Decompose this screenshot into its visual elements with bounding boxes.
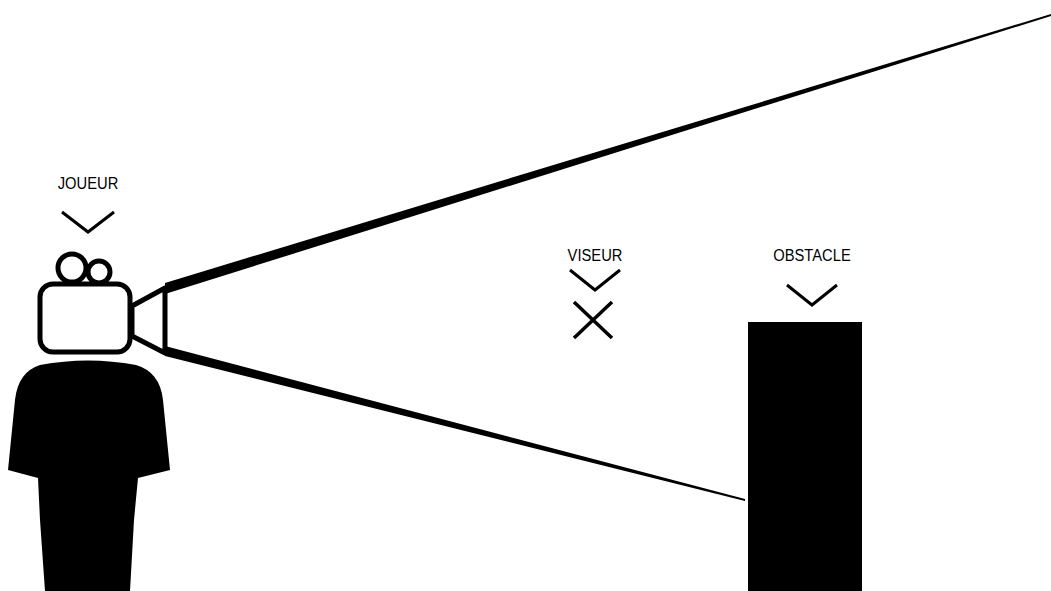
camera-reel	[88, 261, 110, 283]
camera-body	[40, 284, 130, 352]
pointer-chevron	[62, 212, 114, 232]
camera-reel	[58, 254, 86, 282]
pointer-chevron	[570, 270, 620, 290]
part-label: VISEUR	[568, 246, 623, 266]
view-line-bottom	[165, 346, 745, 501]
crosshair	[574, 302, 612, 338]
part-label: JOUEUR	[58, 174, 119, 194]
crosshair	[574, 302, 612, 338]
camera-lens	[132, 288, 165, 353]
part-label: OBSTACLE	[773, 246, 850, 266]
player-silhouette	[8, 361, 170, 591]
pointer-chevron	[787, 285, 837, 305]
view-line-top	[165, 14, 1051, 294]
obstacle-block	[748, 322, 862, 591]
